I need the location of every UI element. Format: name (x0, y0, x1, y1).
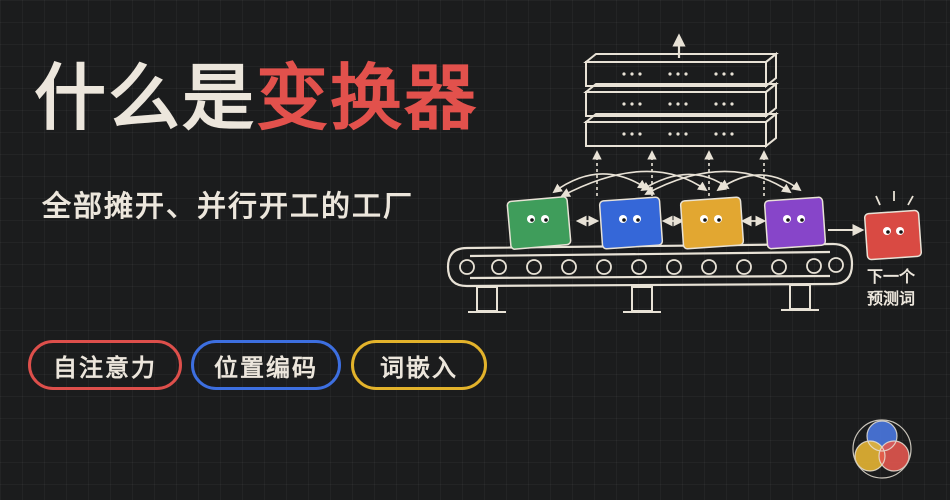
chip-positional-encoding: 位置编码 (191, 340, 341, 390)
token-output (863, 191, 923, 261)
eyes-icon (883, 227, 904, 235)
eyes-icon (783, 215, 805, 223)
page-title: 什么是变换器 (34, 62, 478, 134)
chip-self-attention: 自注意力 (28, 340, 182, 390)
conveyor-legs (468, 284, 819, 313)
logo-icon (852, 419, 912, 479)
token-blue (598, 196, 664, 250)
transformer-factory-diagram (446, 33, 923, 313)
subtitle: 全部摊开、并行开工的工厂 (42, 189, 415, 223)
output-label: 下一个 预测词 (852, 266, 930, 310)
eyes-icon (527, 215, 549, 223)
eyes-icon (700, 215, 722, 223)
attention-arcs (552, 170, 802, 197)
layer-stack (583, 51, 779, 149)
layer-2 (583, 81, 779, 119)
layer-3 (583, 111, 779, 149)
output-label-line2: 预测词 (866, 289, 915, 308)
eyes-icon (619, 215, 641, 223)
token-yellow (679, 196, 745, 250)
token-purple (763, 196, 827, 250)
conveyor-belt (446, 242, 854, 288)
conveyor-rollers (459, 257, 844, 275)
sparkle-lines (875, 191, 914, 206)
output-label-line1: 下一个 (866, 267, 915, 286)
title-part-2: 变换器 (256, 56, 479, 140)
token-green (506, 196, 572, 250)
layer-1 (583, 51, 779, 89)
chip-word-embedding: 词嵌入 (351, 340, 487, 390)
title-part-1: 什么是 (34, 56, 257, 140)
layer-dots (622, 72, 734, 136)
